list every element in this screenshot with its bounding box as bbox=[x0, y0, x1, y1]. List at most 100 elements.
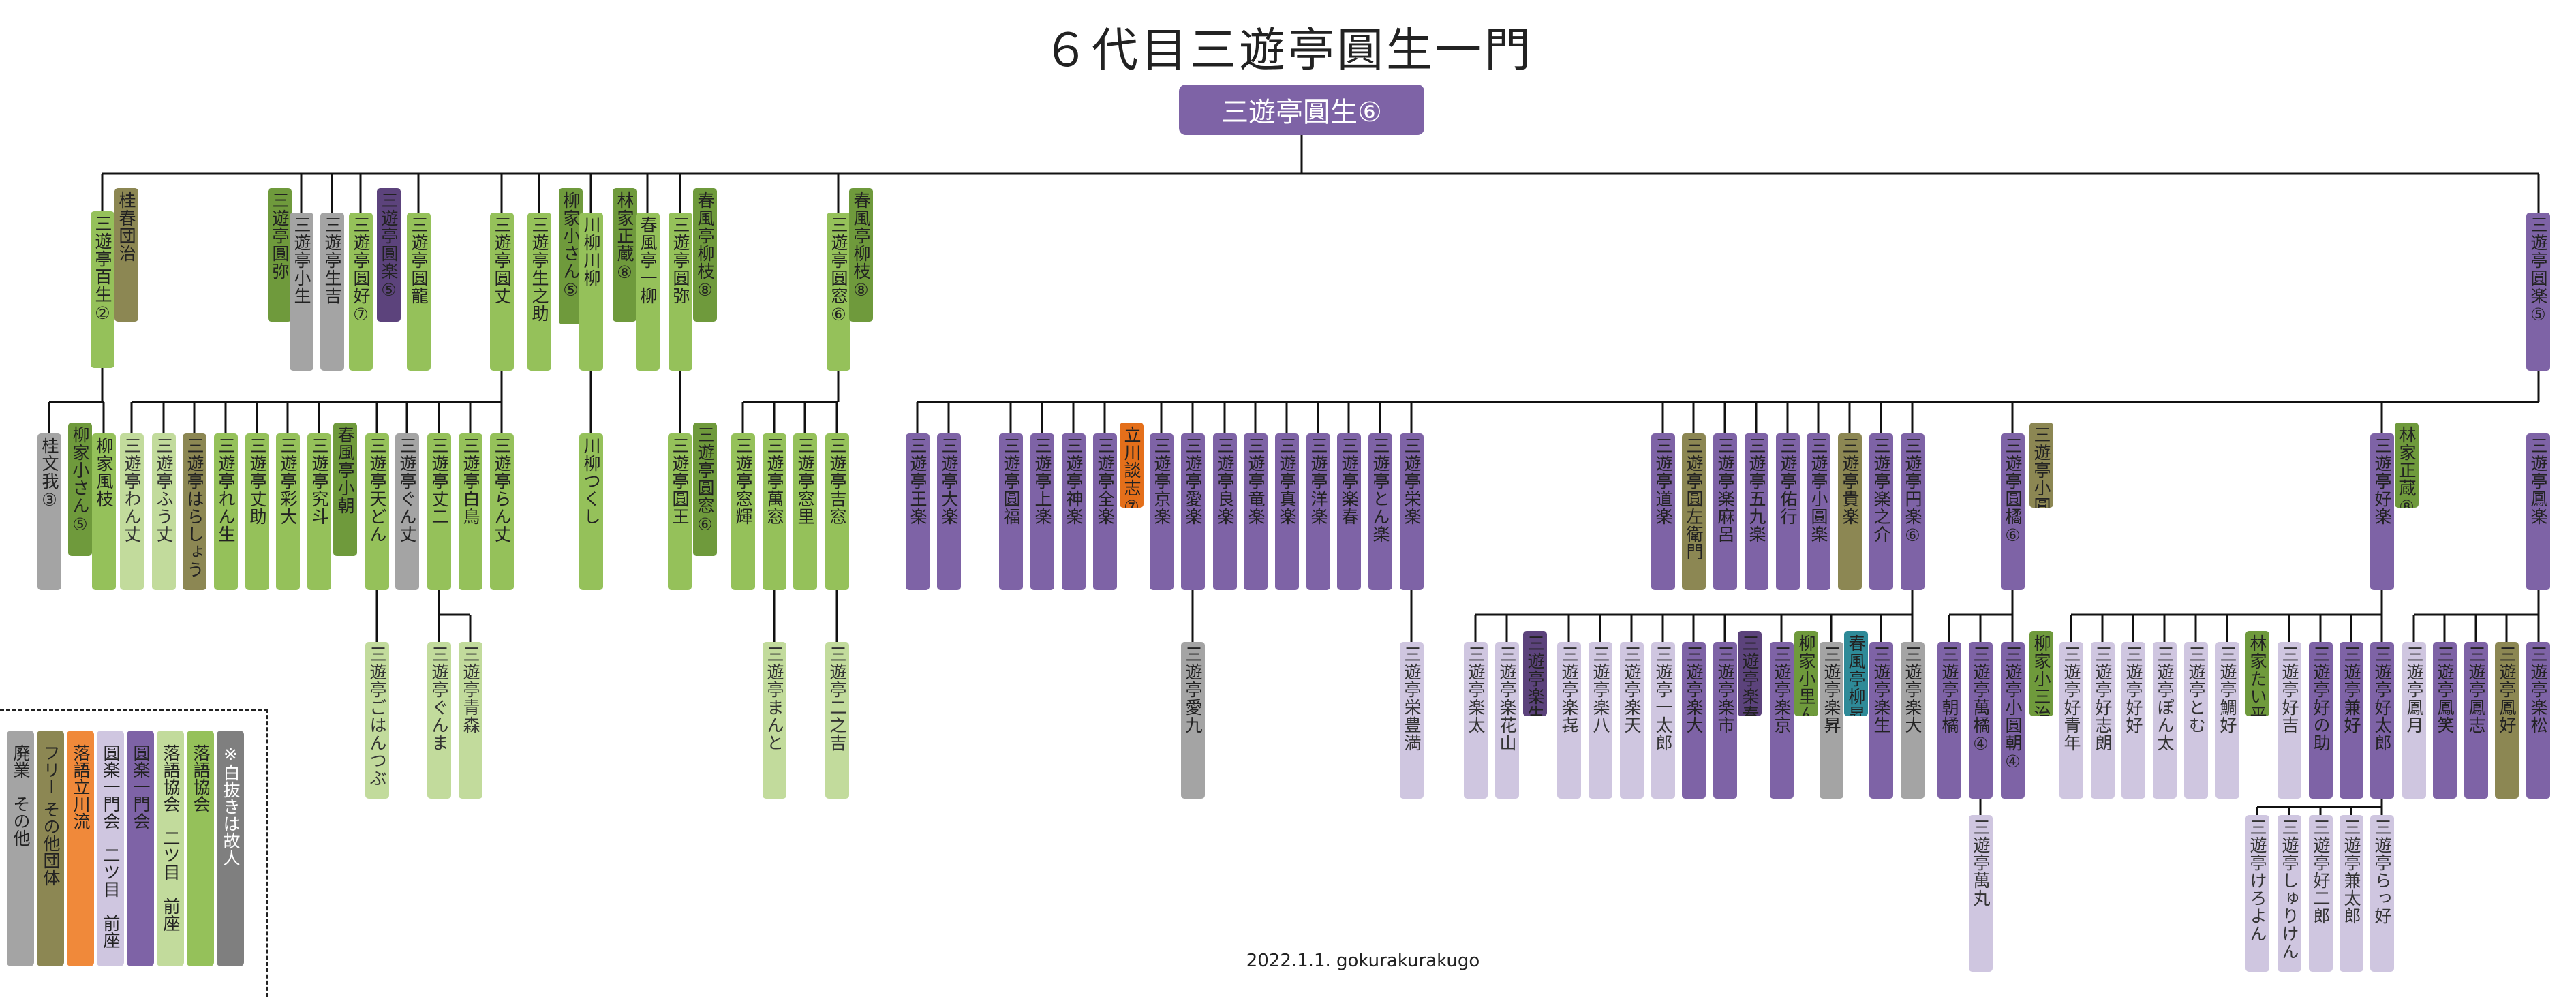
member-box: 三遊亭わん丈 bbox=[120, 433, 144, 590]
member-name: 三遊亭楽生 bbox=[1871, 645, 1891, 734]
legend-border bbox=[0, 709, 268, 997]
member-name: 三遊亭栄豊満 bbox=[1402, 645, 1422, 752]
member-box: 三遊亭ふう丈 bbox=[152, 433, 176, 590]
member-name: 三遊亭白鳥 bbox=[461, 437, 480, 525]
member-box: 三遊亭圓弥 bbox=[268, 188, 292, 322]
member-name: 三遊亭楽京 bbox=[1772, 645, 1792, 734]
member-box: 川柳つくし bbox=[579, 433, 603, 590]
member-name: 三遊亭圓福 bbox=[1001, 437, 1021, 525]
member-box: 三遊亭朝橘 bbox=[1937, 642, 1961, 799]
member-box: 三遊亭生吉 bbox=[320, 213, 344, 371]
member-box: 三遊亭兼好 bbox=[2340, 642, 2363, 799]
member-name: 林家正蔵⑧ bbox=[2397, 426, 2417, 508]
member-box: 三遊亭楽之介 bbox=[1869, 433, 1893, 590]
member-name: 三遊亭ぐんま bbox=[429, 645, 449, 752]
member-box: 三遊亭ぽん太 bbox=[2153, 642, 2177, 799]
member-box: 三遊亭兼太郎 bbox=[2340, 815, 2363, 972]
member-box: 三遊亭大楽 bbox=[937, 433, 961, 590]
member-name: 三遊亭楽太 bbox=[1466, 645, 1486, 734]
member-box: 三遊亭楽八 bbox=[1589, 642, 1612, 799]
member-box: 三遊亭鳳月 bbox=[2402, 642, 2426, 799]
member-name: 三遊亭楽麻呂 bbox=[1715, 437, 1735, 543]
member-name: 柳家小さん⑤ bbox=[70, 426, 90, 535]
member-name: 三遊亭好好 bbox=[2123, 645, 2143, 734]
member-box: 柳家小三治 bbox=[2029, 631, 2053, 716]
member-name: 桂春団治 bbox=[117, 191, 136, 262]
member-name: 三遊亭圓橘⑥ bbox=[2003, 437, 2023, 546]
member-box: 三遊亭らん丈 bbox=[490, 433, 514, 590]
member-box: 三遊亭愛楽 bbox=[1181, 433, 1205, 590]
legend-item-enraku: 圓楽一門会 bbox=[127, 731, 154, 966]
member-name: 三遊亭楽春 bbox=[1740, 634, 1760, 716]
member-name: 三遊亭はらしょう bbox=[185, 437, 204, 579]
member-box: 三遊亭道楽 bbox=[1651, 433, 1675, 590]
member-box: 柳家小さん⑤ bbox=[559, 188, 583, 324]
member-box: 春風亭柳枝⑧ bbox=[849, 188, 873, 322]
member-box: 三遊亭究斗 bbox=[307, 433, 331, 590]
member-box: 三遊亭楽麻呂 bbox=[1713, 433, 1737, 590]
member-box: 三遊亭鳳好 bbox=[2495, 642, 2519, 799]
member-name: 三遊亭圓左衛門 bbox=[1684, 437, 1704, 561]
member-box: 三遊亭鯛好 bbox=[2215, 642, 2239, 799]
member-name: 三遊亭二之吉 bbox=[827, 645, 847, 752]
member-name: 三遊亭れん生 bbox=[216, 437, 236, 543]
member-name: 三遊亭五九楽 bbox=[1747, 437, 1766, 543]
legend-item-free: フリー その他団体 bbox=[37, 731, 64, 966]
member-box: 三遊亭好青年 bbox=[2059, 642, 2083, 799]
member-name: 三遊亭とむ bbox=[2186, 645, 2206, 734]
member-box: 桂文我③ bbox=[37, 433, 61, 590]
page-title: ６代目三遊亭圓生一門 bbox=[1042, 24, 1533, 78]
member-name: 三遊亭圓好⑦ bbox=[351, 216, 371, 325]
member-box: 三遊亭楽春 bbox=[1337, 433, 1361, 590]
member-box: 三遊亭圓王 bbox=[668, 433, 692, 590]
member-name: 川柳川柳 bbox=[581, 216, 601, 287]
member-name: 三遊亭らん丈 bbox=[492, 437, 512, 543]
member-box: 三遊亭楽天 bbox=[1620, 642, 1644, 799]
member-name: 三遊亭栄楽 bbox=[1402, 437, 1422, 525]
legend-item-deceased-note: ※白抜きは故人 bbox=[217, 731, 244, 966]
member-name: 三遊亭円楽⑥ bbox=[1903, 437, 1922, 546]
member-box: 三遊亭京楽 bbox=[1150, 433, 1174, 590]
member-name: 春風亭柳昇 bbox=[1846, 634, 1866, 716]
member-name: 三遊亭全楽 bbox=[1095, 437, 1115, 525]
member-name: 三遊亭圓弥 bbox=[270, 191, 290, 280]
member-box: 三遊亭好太郎 bbox=[2370, 642, 2394, 799]
footer-credit: 2022.1.1. gokurakurakugo bbox=[1246, 951, 1480, 971]
member-name: 三遊亭佑行 bbox=[1778, 437, 1798, 525]
member-name: 三遊亭楽之介 bbox=[1871, 437, 1891, 543]
member-box: 三遊亭圓橘⑥ bbox=[2001, 433, 2025, 590]
root-node: 三遊亭圓生⑥ bbox=[1179, 85, 1424, 135]
member-name: 三遊亭圓窓⑥ bbox=[829, 216, 848, 325]
member-box: 三遊亭栄豊満 bbox=[1400, 642, 1424, 799]
member-name: 三遊亭萬窓 bbox=[765, 437, 784, 525]
member-box: 三遊亭百生② bbox=[91, 211, 114, 368]
member-name: 三遊亭圓窓⑥ bbox=[695, 426, 715, 535]
member-name: 三遊亭らっ好 bbox=[2372, 818, 2392, 925]
member-name: 林家正蔵⑧ bbox=[615, 191, 634, 283]
member-box: 三遊亭生之助 bbox=[527, 213, 551, 371]
member-box: 三遊亭好好 bbox=[2121, 642, 2145, 799]
member-box: 三遊亭はらしょう bbox=[183, 433, 206, 590]
member-box: 三遊亭栄楽 bbox=[1400, 433, 1424, 590]
legend-item-kyokai: 落語協会 bbox=[187, 731, 214, 966]
member-box: 三遊亭神楽 bbox=[1062, 433, 1086, 590]
member-box: 三遊亭圓窓⑥ bbox=[827, 213, 850, 371]
member-name: 三遊亭楽市 bbox=[1715, 645, 1735, 734]
member-name: 三遊亭楽花山 bbox=[1497, 645, 1517, 752]
member-box: 春風亭柳昇 bbox=[1844, 631, 1868, 716]
member-box: 三遊亭圓丈 bbox=[490, 213, 514, 371]
member-box: 三遊亭まんと bbox=[763, 642, 786, 799]
member-name: 三遊亭楽昇 bbox=[1822, 645, 1841, 734]
member-box: 柳家小さん⑤ bbox=[68, 423, 92, 556]
member-box: 三遊亭楽花山 bbox=[1495, 642, 1519, 799]
member-name: 三遊亭圓楽⑤ bbox=[2528, 216, 2548, 325]
member-box: 三遊亭楽昇 bbox=[1820, 642, 1843, 799]
member-name: 三遊亭神楽 bbox=[1064, 437, 1084, 525]
member-name: 三遊亭好青年 bbox=[2061, 645, 2081, 752]
member-box: 林家たい平 bbox=[2245, 631, 2269, 716]
member-box: 三遊亭真楽 bbox=[1275, 433, 1299, 590]
member-name: 三遊亭圓楽⑤ bbox=[379, 191, 399, 301]
member-box: 春風亭柳枝⑧ bbox=[693, 188, 717, 322]
